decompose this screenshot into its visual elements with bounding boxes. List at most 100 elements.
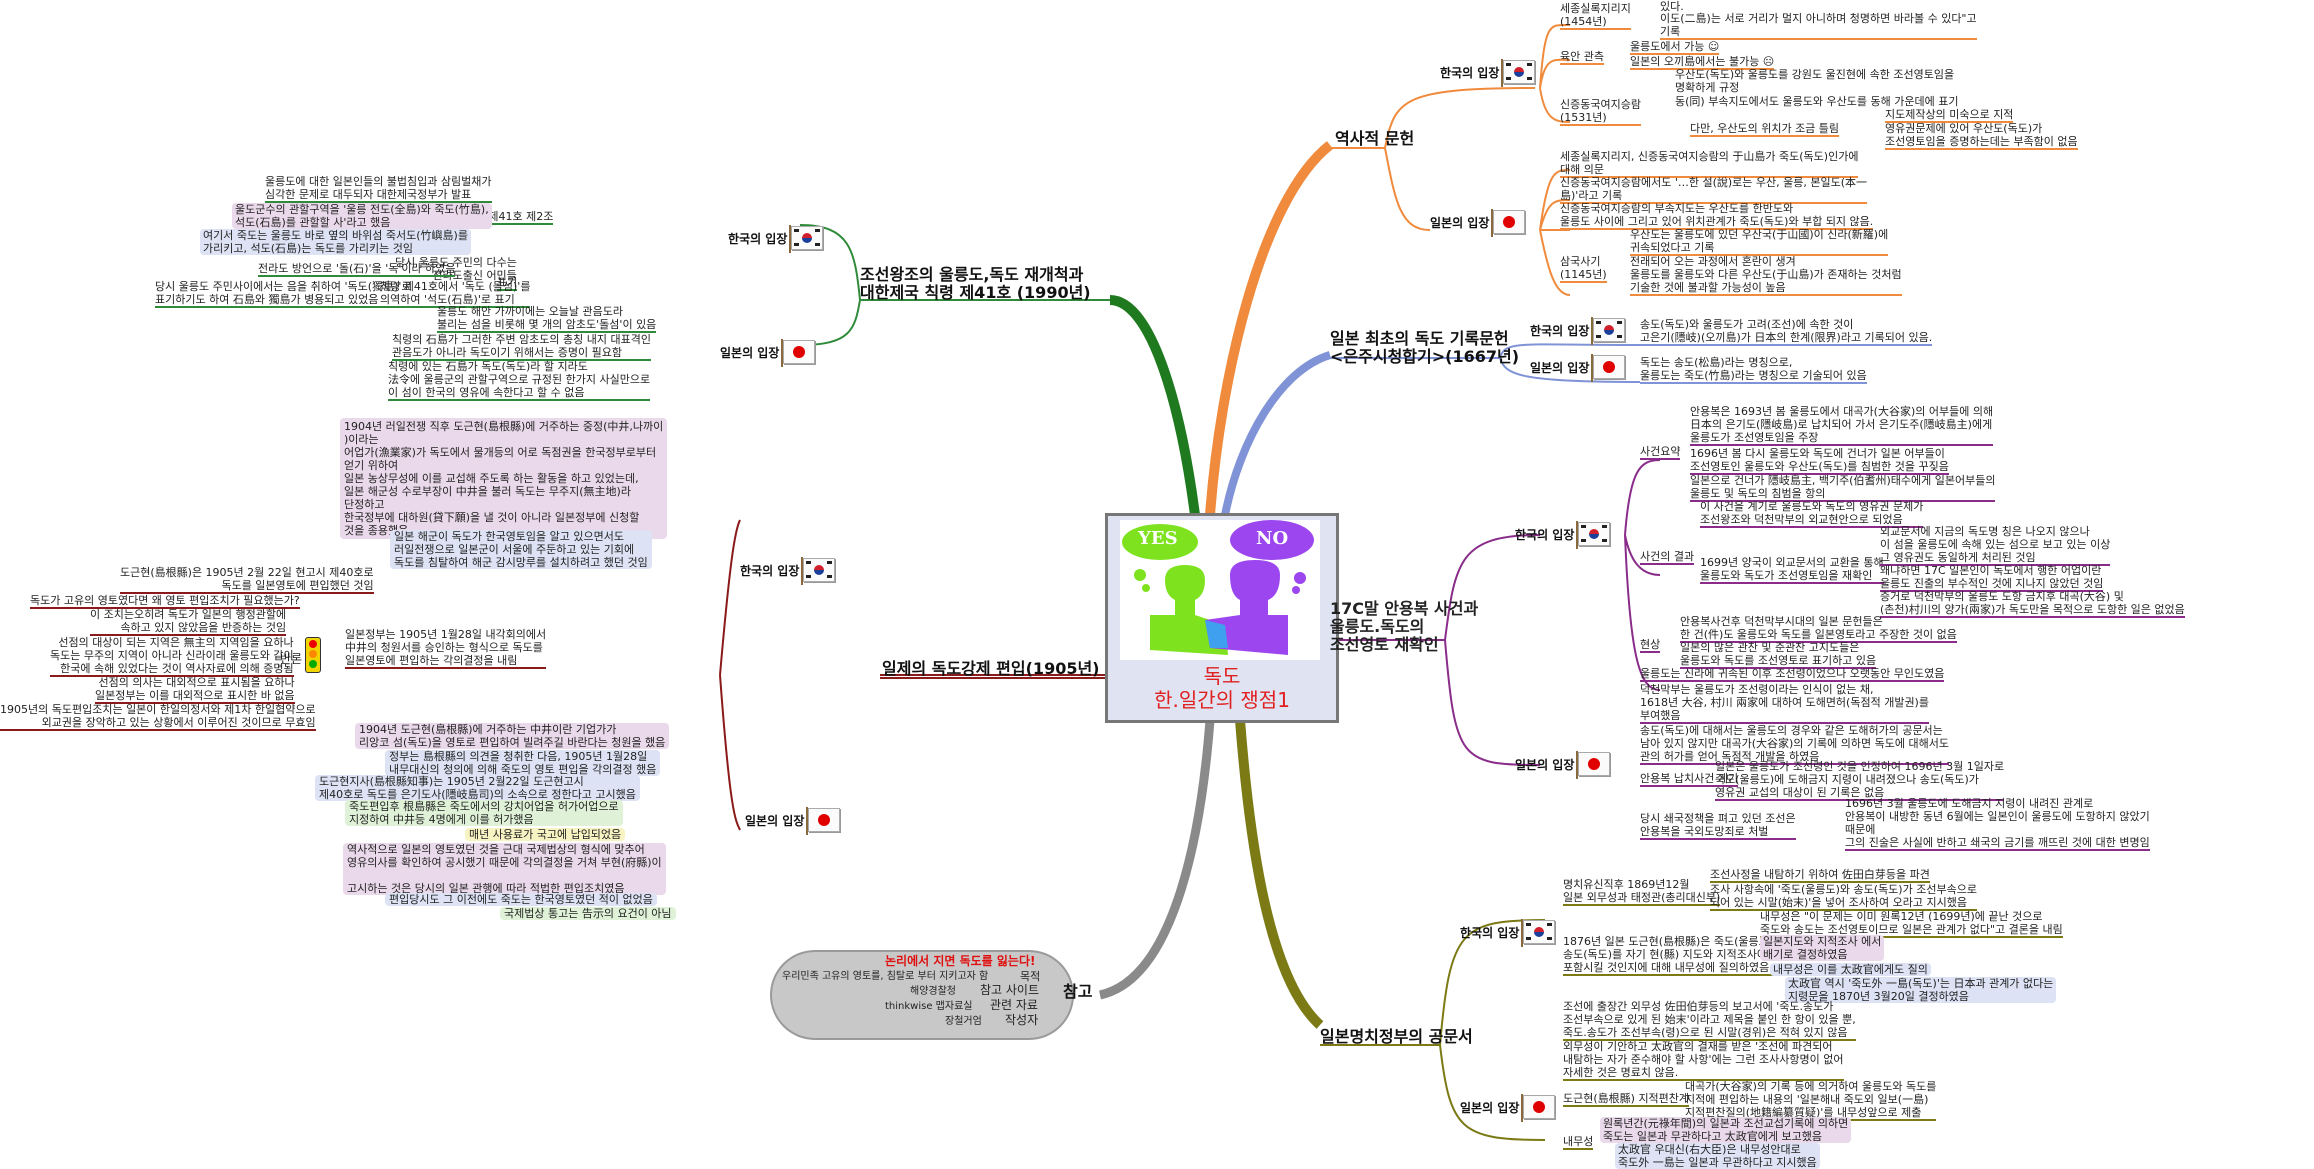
meiji-shimane-note: 대곡가(大谷家)의 기록 등에 의거하여 울릉도와 독도를 지적에 편입하는 내… <box>1685 1080 1937 1121</box>
present-note-1: 안용복사건후 덕천막부시대의 일본 문헌들은 한 건(件)도 울릉도와 독도를 … <box>1680 615 1957 643</box>
branch-line-meiji <box>1235 719 1324 1029</box>
meiji-naimu-note-2: 太政官 우대신(右大臣)은 내무성안대로 죽도外 一島는 일본과 무관하다고 지… <box>1615 1143 1820 1169</box>
summary-note-1: 안용복은 1693년 봄 울릉도에서 대곡가(大谷家)의 어부들에 의해 日本의… <box>1690 405 1994 446</box>
korea-flag-icon <box>1591 317 1626 345</box>
central-title-line2: 한.일간의 쟁점1 <box>1154 688 1290 712</box>
branch-history[interactable]: 역사적 문헌 <box>1335 129 1415 148</box>
stance-label: 한국의 입장 <box>1440 65 1500 80</box>
branch-anyongbok[interactable]: 17C말 안용복 사건과 울릉도.독도의 조선영토 재확인 <box>1330 599 1479 654</box>
japan-flag-icon <box>806 807 841 835</box>
samguk-note-1: 우산도는 울릉도에 있던 우산국(于山國)이 신라(新羅)에 귀속되었다고 기록 <box>1630 228 1889 256</box>
central-topic[interactable]: YES NO 독도 한.일간의 쟁점1 <box>1105 513 1339 723</box>
reference-site-value[interactable]: 해양경찰청 <box>910 986 956 997</box>
summary-note-2: 1696년 봄 다시 울릉도와 독도에 건너가 일본 어부들이 조선영토인 울릉… <box>1690 447 1949 475</box>
joseon-topic-notation[interactable]: 표기 <box>497 276 518 291</box>
annex-topic-rebuttal[interactable]: 반론 <box>280 652 303 666</box>
stance-label: 한국의 입장 <box>1460 925 1520 940</box>
stance-label: 일본의 입장 <box>1515 757 1575 772</box>
meiji-kr-b-note-4: 太政官 역시 '죽도外 一島(독도)'는 日本과 관계가 없다는 지령문을 18… <box>1785 977 2057 1003</box>
jp-anyongbok-item-3: 송도(독도)에 대해서는 울릉도의 경우와 같은 도해허가의 공문서는 남아 있… <box>1640 724 1949 765</box>
stance-label: 한국의 입장 <box>740 563 800 578</box>
samguk-note-2: 전래되어 오는 과정에서 혼란이 생겨 울릉도를 울릉도와 다른 우산도(于山島… <box>1630 255 1902 296</box>
stance-label: 일본의 입장 <box>720 345 780 360</box>
topic-visual-observation[interactable]: 육안 관측 <box>1560 50 1604 65</box>
annex-jp-item-3: 도근현지사(島根縣知事)는 1905년 2월22일 도근현고시 제40호로 독도… <box>315 775 640 801</box>
joseon-japan-stance[interactable]: 일본의 입장 <box>720 339 816 367</box>
annex-jp-item-6: 역사적으로 일본의 영토였던 것을 근대 국제법상의 형식에 맞추어 영유의사를… <box>343 843 666 895</box>
anyongbok-japan-stance[interactable]: 일본의 입장 <box>1515 751 1611 779</box>
reference-author-value: 장철거엄 <box>945 1016 982 1027</box>
topic-sinjeung[interactable]: 신증동국여지승람 (1531년) <box>1560 98 1641 126</box>
reference-purpose-key: 목적 <box>1020 970 1041 983</box>
meiji-topic-shimane[interactable]: 도근현(島根縣) 지적편찬계 <box>1563 1092 1690 1107</box>
notation-note-2: 전라도 방언으로 '돌(石)'을 '독'이라 하였음 <box>258 262 456 277</box>
japan-flag-icon <box>1521 1094 1556 1122</box>
branch-line-reference <box>1098 719 1215 1000</box>
meiji-kr-b-note-1: 내무성은 "이 문제는 이미 원록12년 (1699년)에 끝난 것으로 죽도와… <box>1760 910 2063 938</box>
eunju-japan-stance[interactable]: 일본의 입장 <box>1530 354 1626 382</box>
topic-summary[interactable]: 사건요약 <box>1640 445 1681 460</box>
abduction-note: 일본은 울릉도가 조선령인 것을 인정하여 1696년 3월 1일자로 죽도(울… <box>1715 760 2005 801</box>
meiji-naimu-note-1: 원록년간(元祿年間)의 일본과 조선교섭기록에 의하면 죽도는 일본과 무관하다… <box>1600 1117 1852 1143</box>
topic-result[interactable]: 사건의 결과 <box>1640 550 1695 565</box>
sinjeung-sub-note-2: 영유권문제에 있어 우산도(독도)가 조선영토임을 증명하는데는 부족함이 없음 <box>1885 122 2078 150</box>
jp-anyongbok-item-2: 덕천막부는 울릉도가 조선령이라는 인식이 없는 채, 1618년 大谷, 村川… <box>1640 683 1929 724</box>
decree-note-2: 울도군수의 관할구역을 '울릉 전도(全島)와 죽도(竹島), 석도(石島)를 … <box>232 203 492 229</box>
korea-flag-icon <box>801 557 836 585</box>
reference-data-key: 관련 자료 <box>990 998 1038 1012</box>
summary-note-3: 일본으로 건너가 隱岐島主, 백기주(伯耆州)태수에게 일본어부들의 울릉도 및… <box>1690 474 1996 502</box>
eunju-japan-note: 독도는 송도(松島)라는 명칭으로, 울릉도는 죽도(竹島)라는 명칭으로 기술… <box>1640 356 1867 384</box>
eunju-korea-note: 송도(독도)와 울릉도가 고려(조선)에 속한 것이 고은기(隱岐)(오끼島)가… <box>1640 318 1933 346</box>
meiji-korea-stance[interactable]: 한국의 입장 <box>1460 919 1556 947</box>
decree-note-1: 울릉도에 대한 일본인들의 불법침입과 삼림벌채가 심각한 문제로 대두되자 대… <box>265 175 492 203</box>
yes-label: YES <box>1138 528 1178 549</box>
observation-oki: 일본의 오끼島에서는 불가능 ☹ <box>1630 55 1775 70</box>
meiji-jp-item-2: 외무성이 기안하고 太政官의 결재를 받은 '조선에 파견되어 내탐하는 자가 … <box>1563 1040 1844 1081</box>
topic-sejong[interactable]: 세종실록지리지 (1454년) <box>1560 2 1631 30</box>
annex-jp-item-1: 1904년 도근현(島根縣)에 거주하는 中井이란 기업가가 리앙코 섬(독도)… <box>355 723 670 749</box>
jp-joseon-item-3: 칙령에 있는 石島가 독도(독도)라 할 지라도 法令에 울릉군의 관할구역으로… <box>388 360 651 401</box>
annex-japan-stance[interactable]: 일본의 입장 <box>745 807 841 835</box>
korea-flag-icon <box>1521 919 1556 947</box>
reference-headline: 논리에서 지면 독도를 잃는다! <box>885 954 1036 968</box>
topic-abduction[interactable]: 안용복 납치사건 계기 <box>1640 772 1739 787</box>
history-korea-stance[interactable]: 한국의 입장 <box>1440 59 1536 87</box>
meiji-jp-item-1: 조선에 출장간 외무성 佐田伯芽등의 보고서에 '죽도.송도가 조선부속으로 있… <box>1563 1000 1856 1041</box>
rebuttal-note-1: 독도가 고유의 영토였다면 왜 영토 편입조치가 필요했는가? <box>30 594 300 609</box>
korea-flag-icon <box>1501 59 1536 87</box>
meiji-kr-a-note-2: 조사 사항속에 '죽도(울릉도)와 송도(독도)가 조선부속으로 되어 있는 시… <box>1710 883 1977 911</box>
jp-history-item-1: 세종실록지리지, 신증동국여지승람의 于山島가 죽도(독도)인가에 대해 의문 <box>1560 150 1859 178</box>
jp-history-item-2: 신증동국여지승람에서도 '…한 설(說)로는 우산, 울릉, 본일도(本一 島)… <box>1560 176 1868 204</box>
branch-joseon[interactable]: 조선왕조의 울릉도,독도 재개척과 대한제국 칙령 제41호 (1990년) <box>860 265 1091 302</box>
meiji-topic-naimu[interactable]: 내무성 <box>1563 1135 1594 1150</box>
reference-data-value[interactable]: thinkwise 맵자료실 <box>885 1001 973 1012</box>
anyongbok-korea-stance[interactable]: 한국의 입장 <box>1515 521 1611 549</box>
joseon-korea-stance[interactable]: 한국의 입장 <box>728 225 824 253</box>
branch-annex[interactable]: 일제의 독도강제 편입(1905년) <box>882 659 1100 678</box>
stance-label: 한국의 입장 <box>1515 527 1575 542</box>
decree-note-3: 여기서 죽도는 울릉도 바로 옆의 바위섬 죽서도(竹嶼島)를 가리키고, 석도… <box>200 229 471 255</box>
topic-present[interactable]: 현상 <box>1640 638 1661 653</box>
topic-punish[interactable]: 당시 쇄국정책을 펴고 있던 조선은 안용복을 국외도망죄로 처벌 <box>1640 812 1796 840</box>
branch-eunju[interactable]: 일본 최초의 독도 기록문헌 <은주시청합기>(1667년) <box>1330 329 1520 366</box>
reference-purpose-value: 우리민족 고유의 영토를, 침탈로 부터 지키고자 함 <box>782 971 989 982</box>
meiji-kr-a[interactable]: 명치유신직후 1869년12월 일본 외무성과 태정관(총리대신부) <box>1563 878 1721 906</box>
punish-note: 1696년 3월 울릉도에 도해금지 지령이 내려진 관계로 안용복이 내방한 … <box>1845 797 2150 851</box>
topic-samguk[interactable]: 삼국사기 (1145년) <box>1560 255 1607 283</box>
annex-korea-stance[interactable]: 한국의 입장 <box>740 557 836 585</box>
sinjeung-sub[interactable]: 다만, 우산도의 위치가 조금 틀림 <box>1690 122 1840 137</box>
stance-label: 일본의 입장 <box>1430 215 1490 230</box>
result-sub[interactable]: 1699년 양국이 외교문서의 교환을 통해 울릉도와 독도가 조선영토임을 재… <box>1700 556 1884 584</box>
observation-ulleungdo: 울릉도에서 가능 ☺ <box>1630 40 1720 55</box>
meiji-kr-b[interactable]: 1876년 일본 도근현(島根縣)은 죽도(울릉도)와 송도(독도)를 자기 현… <box>1563 935 1784 976</box>
stance-label: 한국의 입장 <box>1530 323 1590 338</box>
branch-reference[interactable]: 참고 <box>1063 982 1093 1001</box>
rebuttal-note-2: 이 조치는오히려 독도가 일본의 행정관할에 속하고 있지 않았음을 반증하는 … <box>90 608 287 636</box>
eunju-korea-stance[interactable]: 한국의 입장 <box>1530 317 1626 345</box>
branch-meiji[interactable]: 일본명치정부의 공문서 <box>1320 1027 1473 1046</box>
japan-flag-icon <box>1491 209 1526 237</box>
history-japan-stance[interactable]: 일본의 입장 <box>1430 209 1526 237</box>
stance-label: 일본의 입장 <box>745 813 805 828</box>
meiji-japan-stance[interactable]: 일본의 입장 <box>1460 1094 1556 1122</box>
reference-site-key: 참고 사이트 <box>980 983 1040 997</box>
